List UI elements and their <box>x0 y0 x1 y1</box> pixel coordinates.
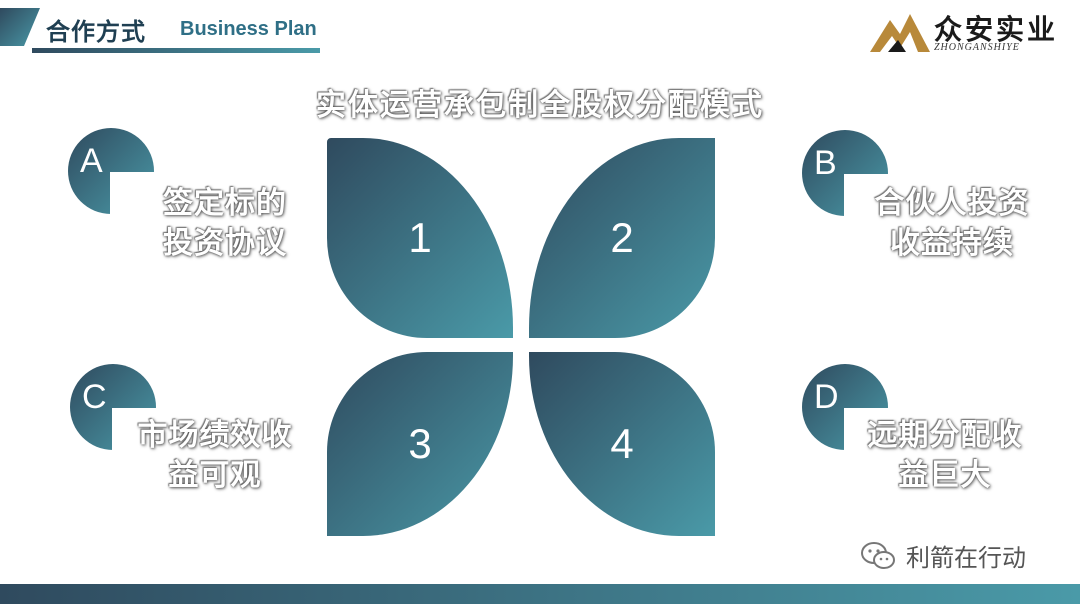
logo-name-en: ZHONGANSHIYE <box>934 42 1020 53</box>
company-logo: 众安实业 ZHONGANSHIYE <box>870 6 1070 56</box>
item-d-line1: 远期分配收 <box>867 418 1023 453</box>
badge-d: D <box>802 364 904 468</box>
item-c-line2: 益可观 <box>168 458 262 493</box>
mountain-icon <box>870 14 930 52</box>
header-underline <box>32 48 320 53</box>
item-d-text: 远期分配收 益巨大 <box>860 416 1030 496</box>
petal-2: 2 <box>529 138 715 338</box>
badge-letter: C <box>82 378 107 416</box>
badge-b: B <box>802 130 904 234</box>
badge-cutout <box>844 408 904 468</box>
petal-number: 2 <box>610 214 634 261</box>
header-accent-bar <box>0 8 40 46</box>
badge-cutout <box>110 172 170 232</box>
badge-cutout <box>112 408 172 468</box>
petal-1: 1 <box>327 138 513 338</box>
item-a-text: 签定标的 投资协议 <box>150 184 300 264</box>
badge-cutout <box>844 174 904 234</box>
badge-letter: D <box>814 378 839 416</box>
watermark: 利箭在行动 <box>860 538 1026 573</box>
petal-3: 3 <box>327 352 513 536</box>
watermark-text: 利箭在行动 <box>906 544 1026 572</box>
logo-name-cn: 众安实业 <box>934 13 1059 46</box>
petal-4: 4 <box>529 352 715 536</box>
item-c-line1: 市场绩效收 <box>137 418 293 453</box>
item-a-line1: 签定标的 <box>163 186 287 221</box>
badge-a: A <box>68 128 170 232</box>
petal-number: 4 <box>610 420 634 467</box>
badge-letter: B <box>814 144 837 182</box>
badge-c: C <box>70 364 172 468</box>
item-d-line2: 益巨大 <box>898 458 992 493</box>
item-b-line2: 收益持续 <box>890 226 1014 261</box>
header: 合作方式 Business Plan 众安实业 ZHONGANSHIYE <box>0 0 1080 60</box>
main-title: 实体运营承包制全股权分配模式 <box>316 88 764 123</box>
item-b-text: 合伙人投资 收益持续 <box>862 184 1042 264</box>
footer-bar <box>0 584 1080 604</box>
item-b-line1: 合伙人投资 <box>874 186 1030 221</box>
badge-letter: A <box>80 142 103 180</box>
header-title-en: Business Plan <box>180 18 317 40</box>
petal-number: 1 <box>408 214 432 261</box>
item-a-line2: 投资协议 <box>163 226 287 261</box>
header-title-cn: 合作方式 <box>46 18 146 46</box>
item-c-text: 市场绩效收 益可观 <box>130 416 300 496</box>
wechat-icon <box>861 541 895 569</box>
petal-number: 3 <box>408 420 432 467</box>
